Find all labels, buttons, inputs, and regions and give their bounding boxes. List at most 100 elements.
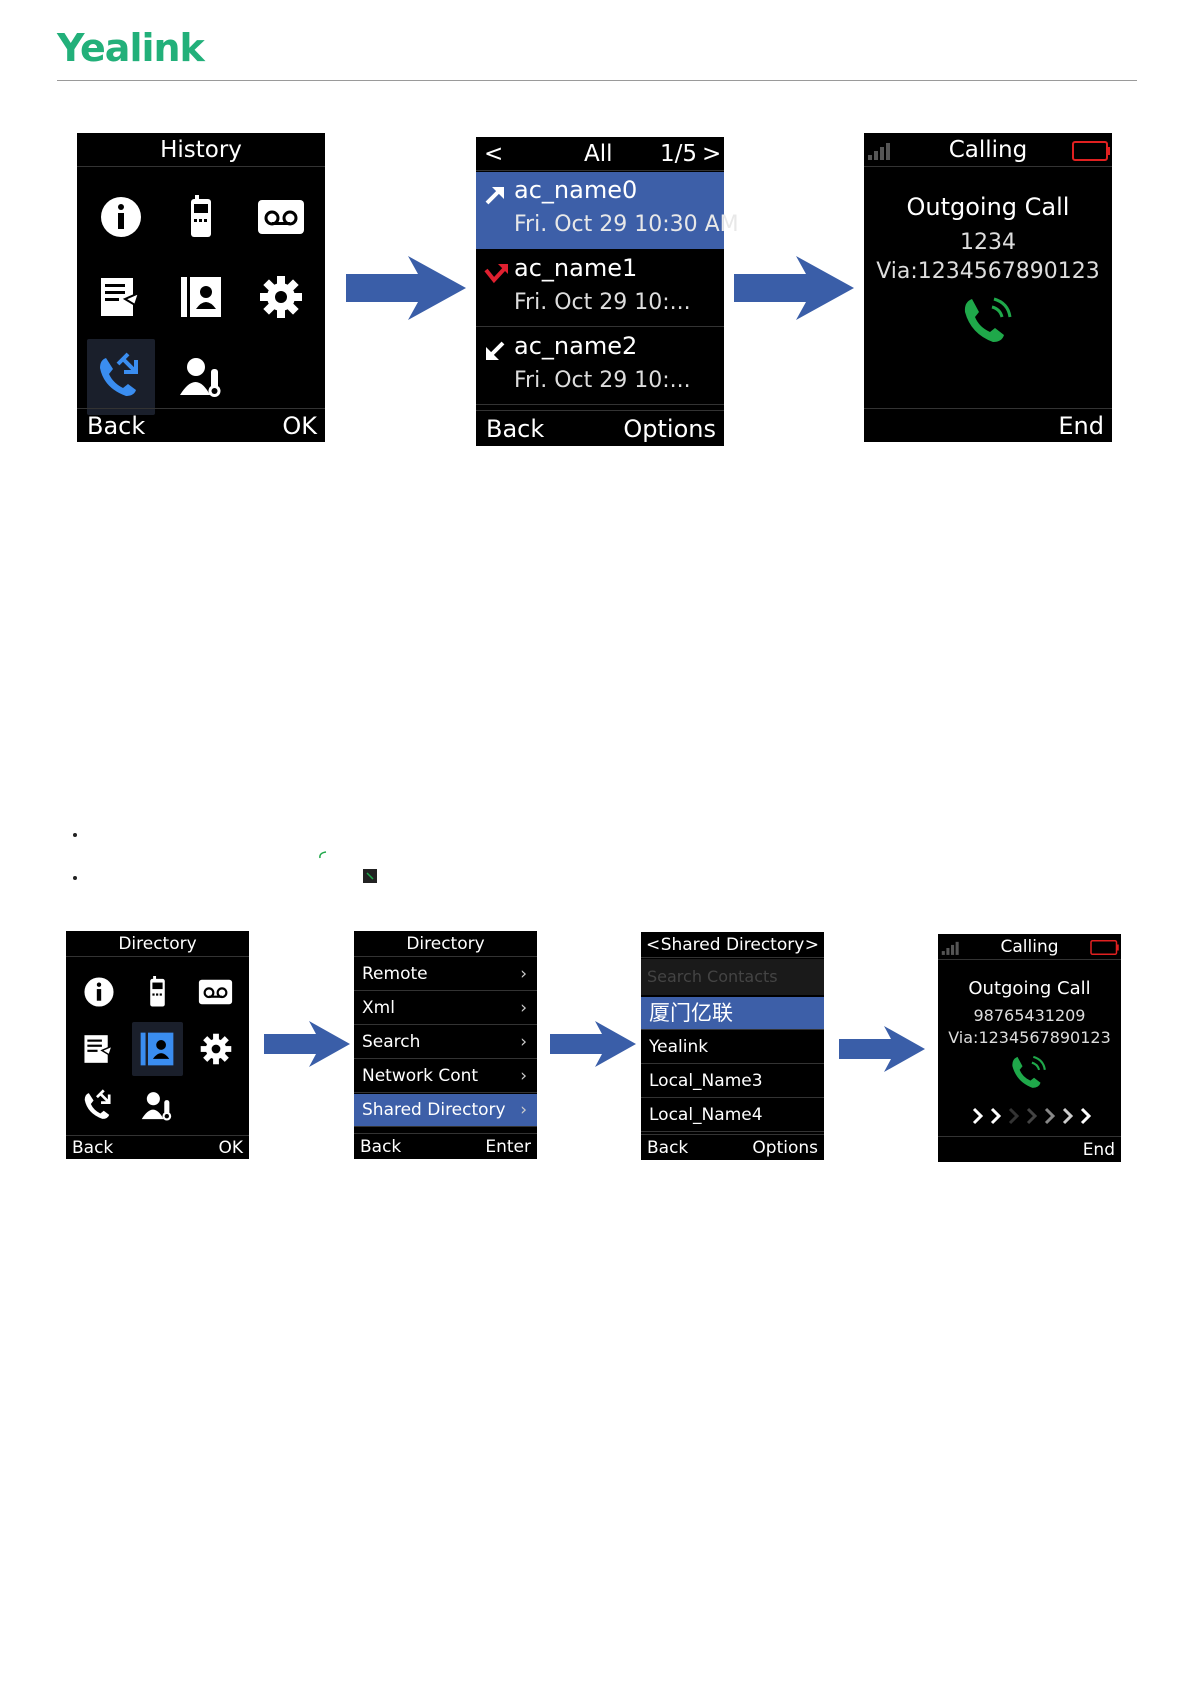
battery-icon — [1090, 940, 1119, 955]
menu-item-label: Search — [362, 1032, 421, 1052]
page-indicator: 1/5 — [660, 141, 698, 167]
handset-icon[interactable] — [161, 177, 241, 257]
flow-arrow-5 — [839, 1026, 925, 1072]
entry-time: Fri. Oct 29 10:30 AM — [514, 212, 739, 237]
menu-item-label: Shared Directory — [362, 1100, 506, 1120]
handset-icon[interactable] — [128, 963, 186, 1020]
settings-icon[interactable] — [187, 1020, 245, 1077]
contact-name: Local_Name4 — [649, 1105, 763, 1125]
prev-filter-chevron[interactable]: < — [484, 141, 504, 167]
next-filter-chevron[interactable]: > — [702, 141, 722, 167]
list-bullet — [73, 833, 77, 837]
back-softkey[interactable]: Back — [87, 412, 146, 440]
voicemail-icon[interactable] — [187, 963, 245, 1020]
history-entry[interactable]: ac_name0 Fri. Oct 29 10:30 AM — [476, 172, 739, 249]
shared-directory-header: < Shared Directory > — [641, 932, 824, 958]
chevron-right-icon: › — [520, 998, 527, 1018]
call-history-icon[interactable] — [87, 339, 155, 415]
info-icon[interactable] — [81, 177, 161, 257]
enter-softkey[interactable]: Enter — [485, 1137, 531, 1157]
off-hook-icon — [319, 851, 327, 859]
history-entry[interactable]: ac_name2 Fri. Oct 29 10:... — [476, 328, 724, 405]
message-icon[interactable] — [70, 1020, 128, 1077]
contacts-icon[interactable] — [132, 1022, 183, 1076]
history-list-header: < All 1/5 > — [476, 137, 724, 171]
contact-name: Yealink — [649, 1037, 709, 1057]
flow-arrow-4 — [550, 1021, 636, 1067]
entry-time: Fri. Oct 29 10:... — [514, 368, 691, 393]
missed-call-icon — [484, 264, 508, 284]
contact-name: Local_Name3 — [649, 1071, 763, 1091]
shared-directory-screen: < Shared Directory > Search Contacts 厦门亿… — [641, 932, 824, 1160]
call-status: Outgoing Call — [968, 978, 1091, 999]
empty-cell — [187, 1078, 245, 1135]
chevron-right-icon: › — [520, 1100, 527, 1120]
calling-header: Calling — [938, 934, 1121, 960]
directory-menu-item-search[interactable]: Search› — [354, 1026, 537, 1059]
ok-softkey[interactable]: OK — [282, 412, 317, 440]
back-softkey[interactable]: Back — [647, 1138, 689, 1158]
message-icon[interactable] — [81, 257, 161, 337]
options-softkey[interactable]: Options — [752, 1138, 818, 1158]
call-via: Via:1234567890123 — [876, 259, 1100, 284]
contact-item[interactable]: Local_Name3 — [641, 1065, 824, 1098]
back-softkey[interactable]: Back — [360, 1137, 402, 1157]
signal-icon — [868, 143, 890, 160]
flow-arrow-2 — [734, 256, 854, 320]
directory-menu-item-network[interactable]: Network Cont› — [354, 1060, 537, 1093]
history-list-softkeys: Back Options — [476, 410, 724, 446]
calling-title: Calling — [1000, 937, 1059, 957]
calling-softkeys: End — [864, 408, 1112, 442]
entry-time: Fri. Oct 29 10:... — [514, 290, 691, 315]
calling-header: Calling — [864, 133, 1112, 167]
entry-name: ac_name0 — [514, 176, 638, 204]
calling-softkeys: End — [938, 1136, 1121, 1162]
entry-name: ac_name2 — [514, 332, 638, 360]
ok-softkey[interactable]: OK — [218, 1138, 243, 1158]
contact-item[interactable]: Yealink — [641, 1031, 824, 1064]
user-status-icon[interactable] — [161, 337, 241, 417]
call-number: 98765431209 — [973, 1006, 1086, 1025]
directory-submenu-screen: Directory Remote› Xml› Search› Network C… — [354, 931, 537, 1159]
settings-icon[interactable] — [241, 257, 321, 337]
yealink-logo: Yealink — [57, 26, 205, 70]
prev-directory-chevron[interactable]: < — [646, 935, 661, 955]
directory-menu-softkeys: Back OK — [66, 1135, 249, 1159]
directory-submenu-softkeys: Back Enter — [354, 1133, 537, 1159]
directory-menu-item-xml[interactable]: Xml › — [354, 992, 537, 1025]
ringing-phone-icon — [964, 297, 1012, 342]
options-softkey[interactable]: Options — [623, 415, 716, 443]
ringing-phone-icon — [1012, 1055, 1046, 1088]
directory-menu-item-remote[interactable]: Remote › — [354, 958, 537, 991]
contact-item[interactable]: 厦门亿联 — [641, 997, 824, 1030]
end-softkey[interactable]: End — [1082, 1140, 1115, 1160]
menu-item-label: Xml — [362, 998, 395, 1018]
entry-name: ac_name1 — [514, 254, 638, 282]
list-bullet — [73, 876, 77, 880]
back-softkey[interactable]: Back — [486, 415, 545, 443]
flow-arrow-1 — [346, 256, 466, 320]
history-entry[interactable]: ac_name1 Fri. Oct 29 10:... — [476, 250, 724, 327]
back-softkey[interactable]: Back — [72, 1138, 114, 1158]
info-icon[interactable] — [70, 963, 128, 1020]
next-directory-chevron[interactable]: > — [804, 935, 819, 955]
directory-menu-item-shared[interactable]: Shared Directory › — [354, 1094, 537, 1127]
voicemail-icon[interactable] — [241, 177, 321, 257]
outgoing-call-icon — [485, 187, 504, 205]
contact-name: 厦门亿联 — [649, 1001, 733, 1025]
history-menu-title: History — [77, 133, 325, 167]
history-menu-screen: History Back OK — [77, 133, 325, 442]
end-softkey[interactable]: End — [1058, 412, 1104, 440]
chevron-right-icon: › — [520, 1066, 527, 1086]
contact-item[interactable]: Local_Name4 — [641, 1099, 824, 1132]
send-key-icon — [363, 869, 377, 883]
call-status: Outgoing Call — [906, 193, 1070, 221]
chevron-right-icon: › — [520, 964, 527, 984]
user-status-icon[interactable] — [128, 1078, 186, 1135]
contacts-icon[interactable] — [161, 257, 241, 337]
directory-menu-screen: Directory Back OK — [66, 931, 249, 1159]
search-contacts-input[interactable]: Search Contacts — [641, 959, 824, 995]
history-calling-screen: Calling Outgoing Call 1234 Via:123456789… — [864, 133, 1112, 442]
menu-item-label: Remote — [362, 964, 428, 984]
call-history-icon[interactable] — [70, 1078, 128, 1135]
